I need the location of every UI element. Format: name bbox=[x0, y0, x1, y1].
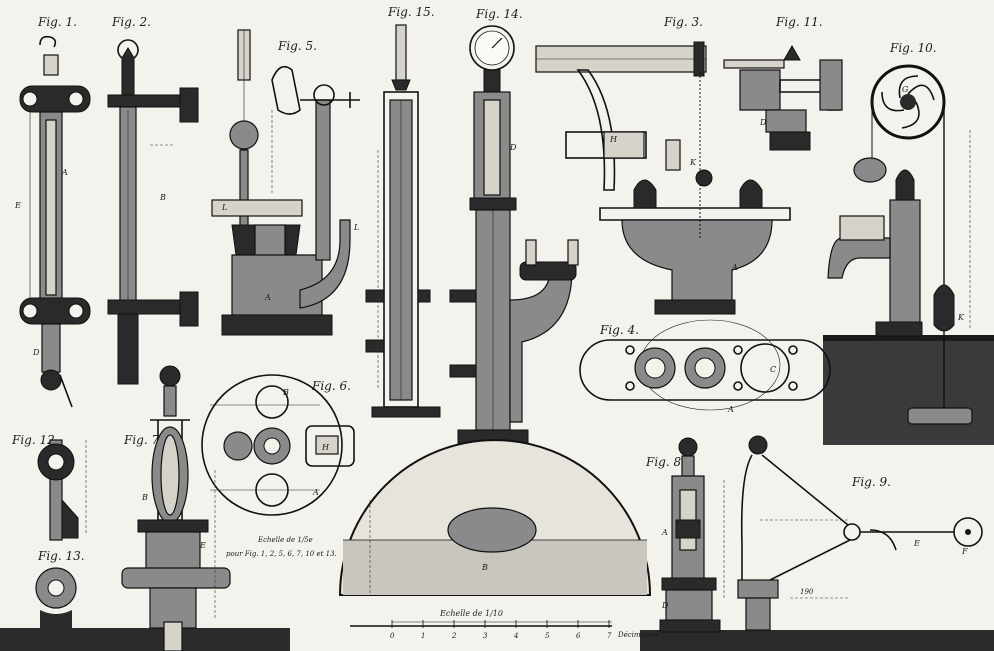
wall-block-fig10 bbox=[823, 335, 994, 445]
fig6-letter-a: A bbox=[312, 488, 319, 497]
scale-tick-label: 3 bbox=[483, 632, 488, 640]
fig9-dim-190: 190 bbox=[800, 588, 814, 596]
fig7-label: Fig. 7. bbox=[123, 433, 163, 447]
fig4-letter-a: A bbox=[727, 405, 734, 414]
fig14-label: Fig. 14. bbox=[475, 7, 523, 21]
fig11-label: Fig. 11. bbox=[775, 15, 823, 29]
ground-strip-left bbox=[0, 628, 290, 651]
fig4-label: Fig. 4. bbox=[599, 323, 639, 337]
left-scale-note: Echelle de 1/5e pour Fig. 1, 2, 5, 6, 7,… bbox=[226, 536, 337, 558]
fig13-label: Fig. 13. bbox=[37, 549, 85, 563]
fig5-letter-a: A bbox=[264, 293, 271, 302]
fig9-lever-arm: Fig. 9. 190 E F bbox=[737, 435, 983, 631]
scale-tick-label: 6 bbox=[576, 632, 581, 640]
fig8-column: Fig. 8. D A bbox=[645, 437, 725, 633]
fig7-letter-b: B bbox=[141, 493, 148, 502]
fig12-label: Fig. 12. bbox=[11, 433, 59, 447]
fig3-letter-k: K bbox=[689, 158, 697, 167]
scale-tick-label: 7 bbox=[607, 632, 612, 640]
fig8-letter-a: A bbox=[661, 528, 668, 537]
scale-tick-label: 4 bbox=[513, 632, 518, 640]
ground-strip-right bbox=[640, 630, 994, 651]
fig15-float-column: Fig. 15. L bbox=[353, 5, 441, 418]
fig14-manometer-boiler: Fig. 14. B D bbox=[338, 7, 652, 596]
fig12-float-detail: Fig. 12. bbox=[11, 433, 87, 541]
scale-tick-label: 5 bbox=[545, 632, 550, 640]
fig13-plan-disc: Fig. 13. bbox=[35, 549, 85, 628]
fig9-letter-f: F bbox=[961, 547, 968, 556]
fig9-label: Fig. 9. bbox=[851, 475, 891, 489]
fig11-letter-d: D bbox=[759, 118, 767, 127]
fig1-gauge-glass: Fig. 1. E D A bbox=[14, 15, 91, 408]
fig10-label: Fig. 10. bbox=[889, 41, 937, 55]
fig5-letter-i: L bbox=[221, 203, 227, 212]
fig10-letter-k: K bbox=[957, 313, 965, 322]
fig10-flywheel-weight: Fig. 10. G K bbox=[827, 41, 973, 425]
fig3-valve-chest: Fig. 3. A H K bbox=[535, 15, 791, 315]
scale-tick-label: 1 bbox=[421, 632, 425, 640]
fig6-plan-dials: Fig. 6. H B A bbox=[201, 374, 355, 516]
fig5-label: Fig. 5. bbox=[277, 39, 317, 53]
fig2-gauge-section: Fig. 2. B bbox=[107, 15, 199, 385]
fig1-letter-d: D bbox=[32, 348, 40, 357]
scale-left-line2: pour Fig. 1, 2, 5, 6, 7, 10 et 13. bbox=[226, 550, 337, 558]
fig5-valve-assembly: Fig. 5. L A bbox=[211, 29, 360, 336]
fig6-letter-b: B bbox=[282, 388, 289, 397]
fig2-label: Fig. 2. bbox=[111, 15, 151, 29]
fig8-label: Fig. 8. bbox=[645, 455, 685, 469]
fig10-letter-g: G bbox=[902, 85, 909, 94]
fig14-letter-d: D bbox=[509, 143, 517, 152]
fig9-letter-e: E bbox=[913, 539, 920, 548]
fig1-letter-a: A bbox=[61, 168, 68, 177]
fig4-plan-view: Fig. 4. C A bbox=[579, 319, 831, 414]
fig3-label: Fig. 3. bbox=[663, 15, 703, 29]
scale-tick-label: 2 bbox=[451, 632, 457, 640]
fig1-letter-e: E bbox=[14, 201, 21, 210]
fig15-letter-l: L bbox=[353, 223, 359, 232]
fig8-letter-d: D bbox=[661, 601, 669, 610]
scale-tick-label: 0 bbox=[390, 632, 395, 640]
scale-left-line1: Echelle de 1/5e bbox=[257, 536, 313, 544]
fig14-letter-b: B bbox=[481, 563, 488, 572]
fig6-label: Fig. 6. bbox=[311, 379, 351, 393]
scale-bottom-unit: Décimètres bbox=[617, 631, 659, 639]
fig2-letter-b: B bbox=[159, 193, 166, 202]
bottom-scale: Echelle de 1/10 0 1 2 3 4 5 6 7 Décimètres bbox=[350, 609, 659, 640]
fig7-flask-valve: Fig. 7. E B bbox=[121, 365, 231, 651]
scale-bottom-title: Echelle de 1/10 bbox=[439, 609, 503, 618]
fig6-letter-h: H bbox=[321, 443, 330, 452]
fig3-letter-a: A bbox=[731, 263, 738, 272]
fig3-letter-h: H bbox=[609, 135, 618, 144]
fig7-letter-e: E bbox=[199, 541, 206, 550]
fig15-label: Fig. 15. bbox=[387, 5, 435, 19]
scale-ticks: 0 1 2 3 4 5 6 7 bbox=[390, 620, 612, 640]
fig1-label: Fig. 1. bbox=[37, 15, 77, 29]
fig4-letter-c: C bbox=[770, 365, 776, 374]
fig11-valve-body: Fig. 11. D bbox=[723, 15, 843, 151]
